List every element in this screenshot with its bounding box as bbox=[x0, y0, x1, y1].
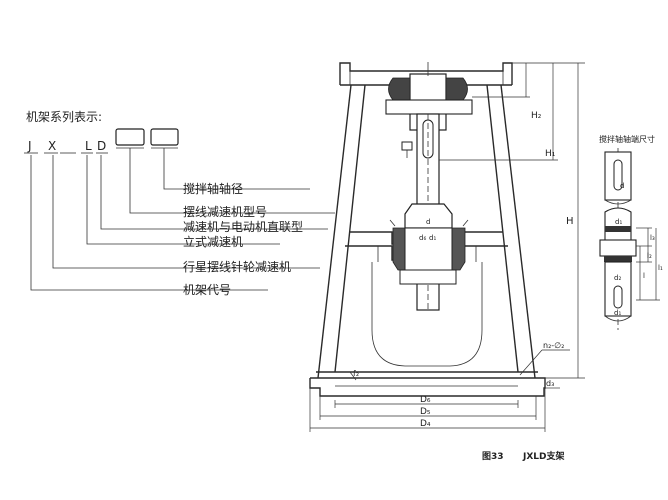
code-letter-l: L bbox=[85, 139, 92, 153]
inner-window bbox=[371, 262, 483, 367]
shaft-label-d: d bbox=[620, 182, 624, 190]
top-flange bbox=[339, 62, 513, 85]
dim-f2-label: f₂ bbox=[353, 369, 359, 378]
shaft-end-detail: 搅拌轴轴端尺寸 d d₁ d₂ d₁ l l₁ l₂ l₃ bbox=[599, 134, 663, 330]
inner-label-d1: d₁ bbox=[429, 234, 436, 242]
dim-D6-label: D₆ bbox=[420, 395, 431, 405]
break-line-upper bbox=[604, 199, 632, 205]
dim-H-label: H bbox=[566, 216, 574, 227]
coupling-disk bbox=[385, 99, 473, 115]
shaft-label-l1: l₁ bbox=[658, 264, 663, 272]
leader-shaft-diameter bbox=[163, 148, 310, 190]
size-box-2 bbox=[150, 128, 179, 146]
lower-keyway bbox=[613, 285, 623, 309]
shaft-label-d1b: d₁ bbox=[614, 309, 621, 317]
legend-item-vertical-reducer: 立式减速机 bbox=[183, 234, 243, 249]
dim-H2-label: H₂ bbox=[531, 111, 542, 121]
figure-caption: JXLD支架 bbox=[522, 450, 565, 462]
code-letter-d: D bbox=[97, 139, 106, 153]
dim-H1-label: H₁ bbox=[545, 149, 556, 159]
coupling-collar bbox=[599, 239, 637, 257]
code-letter-x: X bbox=[48, 139, 56, 153]
leader-f2 bbox=[349, 371, 357, 381]
leader-cycloid-model bbox=[129, 148, 335, 214]
frame-drawing: d d₆ d₁ H H₁ H₂ d₃ n₂-∅₂ f₂ D₆ D bbox=[309, 62, 585, 462]
shaft-label-l3: l₃ bbox=[650, 234, 655, 242]
figure-number: 图33 bbox=[482, 451, 504, 462]
break-line-lower bbox=[604, 315, 632, 322]
shaft-label-d2: d₂ bbox=[614, 274, 621, 282]
bolt-right bbox=[462, 219, 469, 227]
inner-wall-left bbox=[334, 84, 366, 373]
bolt-left bbox=[389, 219, 396, 227]
legend-item-direct-coupled: 减速机与电动机直联型 bbox=[183, 220, 303, 234]
inner-label-d: d bbox=[426, 218, 430, 226]
legend-item-planetary: 行星摆线针轮减速机 bbox=[183, 259, 291, 274]
leader-planetary bbox=[52, 155, 320, 269]
inner-wall-right bbox=[486, 84, 519, 373]
legend-group: 机架系列表示: J X L D 搅拌轴轴径 摆线减速机型号 减速机与电动机直联型… bbox=[24, 110, 335, 297]
oil-cup bbox=[401, 141, 413, 151]
legend-item-cycloid-model: 摆线减速机型号 bbox=[183, 205, 267, 219]
upper-keyway bbox=[613, 159, 623, 191]
coupling-hatch bbox=[605, 226, 631, 232]
dim-holes-label: n₂-∅₂ bbox=[543, 341, 564, 350]
legend-item-frame-code: 机架代号 bbox=[183, 283, 231, 297]
inner-label-d6: d₆ bbox=[419, 234, 426, 242]
legend-title: 机架系列表示: bbox=[26, 110, 102, 124]
dim-d3-label: d₃ bbox=[546, 379, 554, 388]
coupling-flange-right bbox=[445, 77, 468, 101]
outer-wall-left bbox=[317, 84, 352, 379]
collar-hatch bbox=[604, 256, 632, 262]
code-letter-j: J bbox=[27, 139, 32, 153]
dim-D5-label: D₅ bbox=[420, 407, 431, 417]
leader-frame-code bbox=[30, 155, 268, 291]
leader-vertical-reducer bbox=[86, 155, 280, 245]
outer-wall-right bbox=[500, 84, 536, 379]
legend-item-shaft-diameter: 搅拌轴轴径 bbox=[183, 181, 243, 196]
bearing-left bbox=[392, 227, 406, 271]
seal-ring bbox=[399, 269, 457, 285]
leader-direct-coupled bbox=[100, 155, 328, 230]
coupling-flange-left bbox=[388, 77, 411, 101]
dim-D4-label: D₄ bbox=[420, 419, 431, 429]
bearing-right bbox=[451, 227, 466, 271]
base-plate bbox=[309, 377, 546, 397]
shaft-label-l: l bbox=[643, 272, 645, 280]
leader-holes bbox=[519, 349, 543, 376]
size-box-1 bbox=[115, 128, 145, 146]
shaft-detail-title: 搅拌轴轴端尺寸 bbox=[599, 134, 655, 144]
shaft-label-l2: l₂ bbox=[647, 252, 652, 260]
shaft-label-d1: d₁ bbox=[615, 218, 622, 226]
